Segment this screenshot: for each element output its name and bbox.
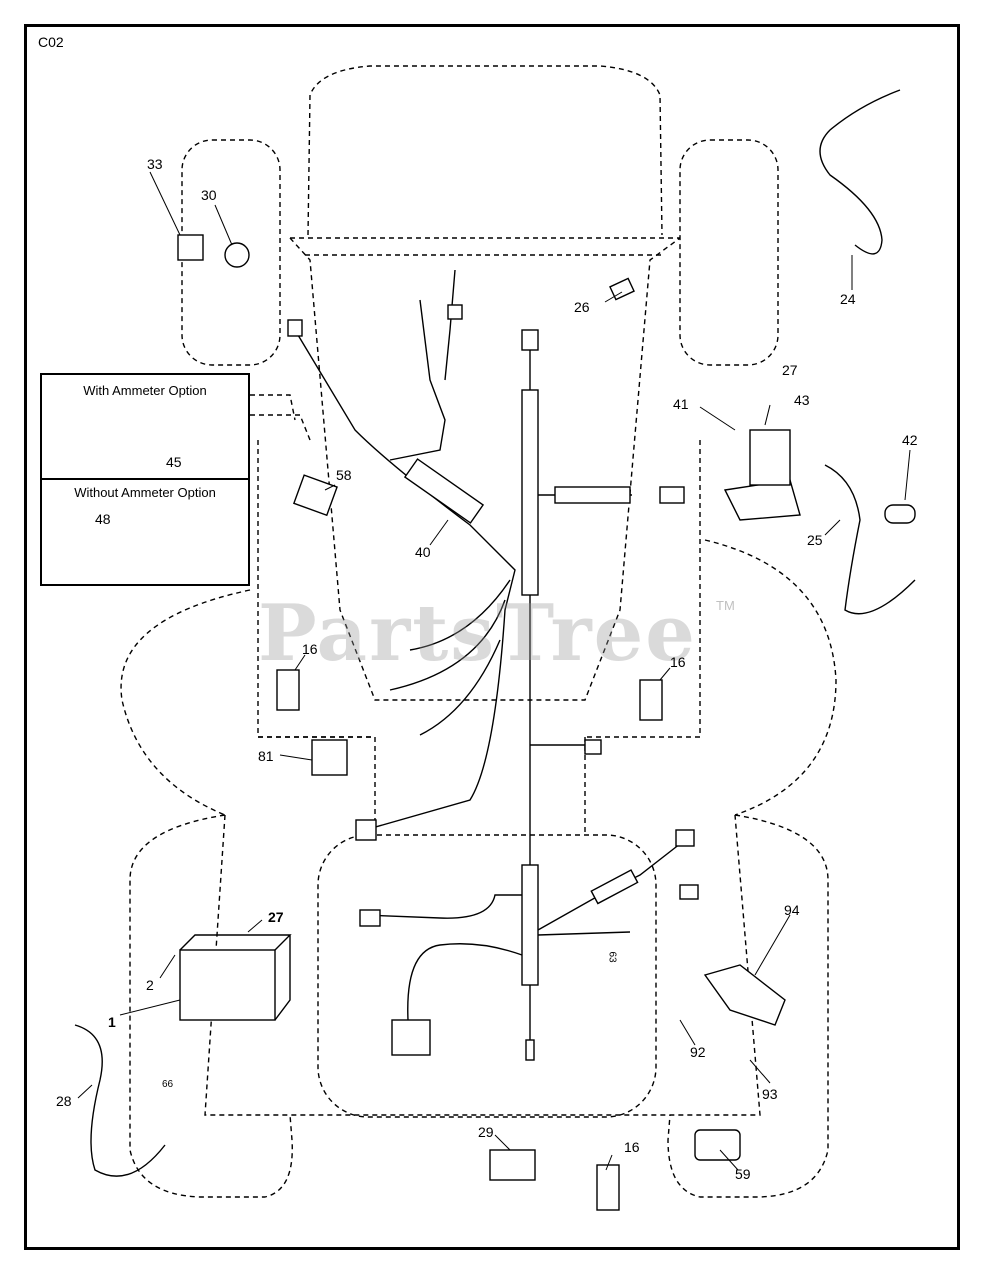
diagram-code: C02: [38, 34, 64, 50]
part-label-25: 25: [807, 532, 823, 548]
rear-left-wheel: [129, 814, 293, 1198]
part-label-16-right: 16: [670, 654, 686, 670]
front-left-wheel: [181, 139, 281, 366]
watermark-text: PartsTree: [258, 588, 697, 679]
part-label-45: 45: [166, 454, 182, 470]
part-label-42: 42: [902, 432, 918, 448]
part-label-59: 59: [735, 1166, 751, 1182]
harness-40-branch: [294, 329, 516, 831]
part-label-16-left: 16: [302, 641, 318, 657]
without-ammeter-label: Without Ammeter Option: [74, 485, 216, 500]
mower-deck-right: [704, 539, 837, 816]
part-label-93: 93: [762, 1086, 778, 1102]
seat-deck: [258, 736, 586, 835]
part-label-30: 30: [201, 187, 217, 203]
diagram-frame: [24, 24, 960, 1250]
ammeter-option-inset: With Ammeter Option Without Ammeter Opti…: [40, 373, 250, 586]
trademark-symbol: TM: [716, 598, 735, 613]
part-label-16-bottom: 16: [624, 1139, 640, 1155]
rear-body: [204, 814, 761, 1116]
part-label-1: 1: [108, 1014, 116, 1030]
with-ammeter-label: With Ammeter Option: [83, 383, 207, 398]
part-label-28: 28: [56, 1093, 72, 1109]
front-right-wheel: [679, 139, 779, 366]
hood-outline: [307, 65, 663, 236]
seat-outline: [317, 834, 657, 1118]
dash-panel-right: [585, 440, 701, 738]
inset-divider: [42, 478, 248, 480]
part-label-26: 26: [574, 299, 590, 315]
mower-deck: [120, 589, 251, 816]
part-label-41: 41: [673, 396, 689, 412]
part-label-2: 2: [146, 977, 154, 993]
part-label-24: 24: [840, 291, 856, 307]
battery: [179, 949, 276, 1021]
part-label-94: 94: [784, 902, 800, 918]
part-label-40: 40: [415, 544, 431, 560]
part-label-92: 92: [690, 1044, 706, 1060]
part-label-81: 81: [258, 748, 274, 764]
part-label-33: 33: [147, 156, 163, 172]
part-label-58: 58: [336, 467, 352, 483]
part-label-27-battery: 27: [268, 909, 284, 925]
part-label-43: 43: [794, 392, 810, 408]
rear-right-wheel: [667, 814, 829, 1198]
part-label-29: 29: [478, 1124, 494, 1140]
part-label-63: 63: [606, 951, 618, 963]
part-label-27-top: 27: [782, 362, 798, 378]
part-label-66: 66: [162, 1079, 174, 1090]
part-label-48: 48: [95, 511, 111, 527]
